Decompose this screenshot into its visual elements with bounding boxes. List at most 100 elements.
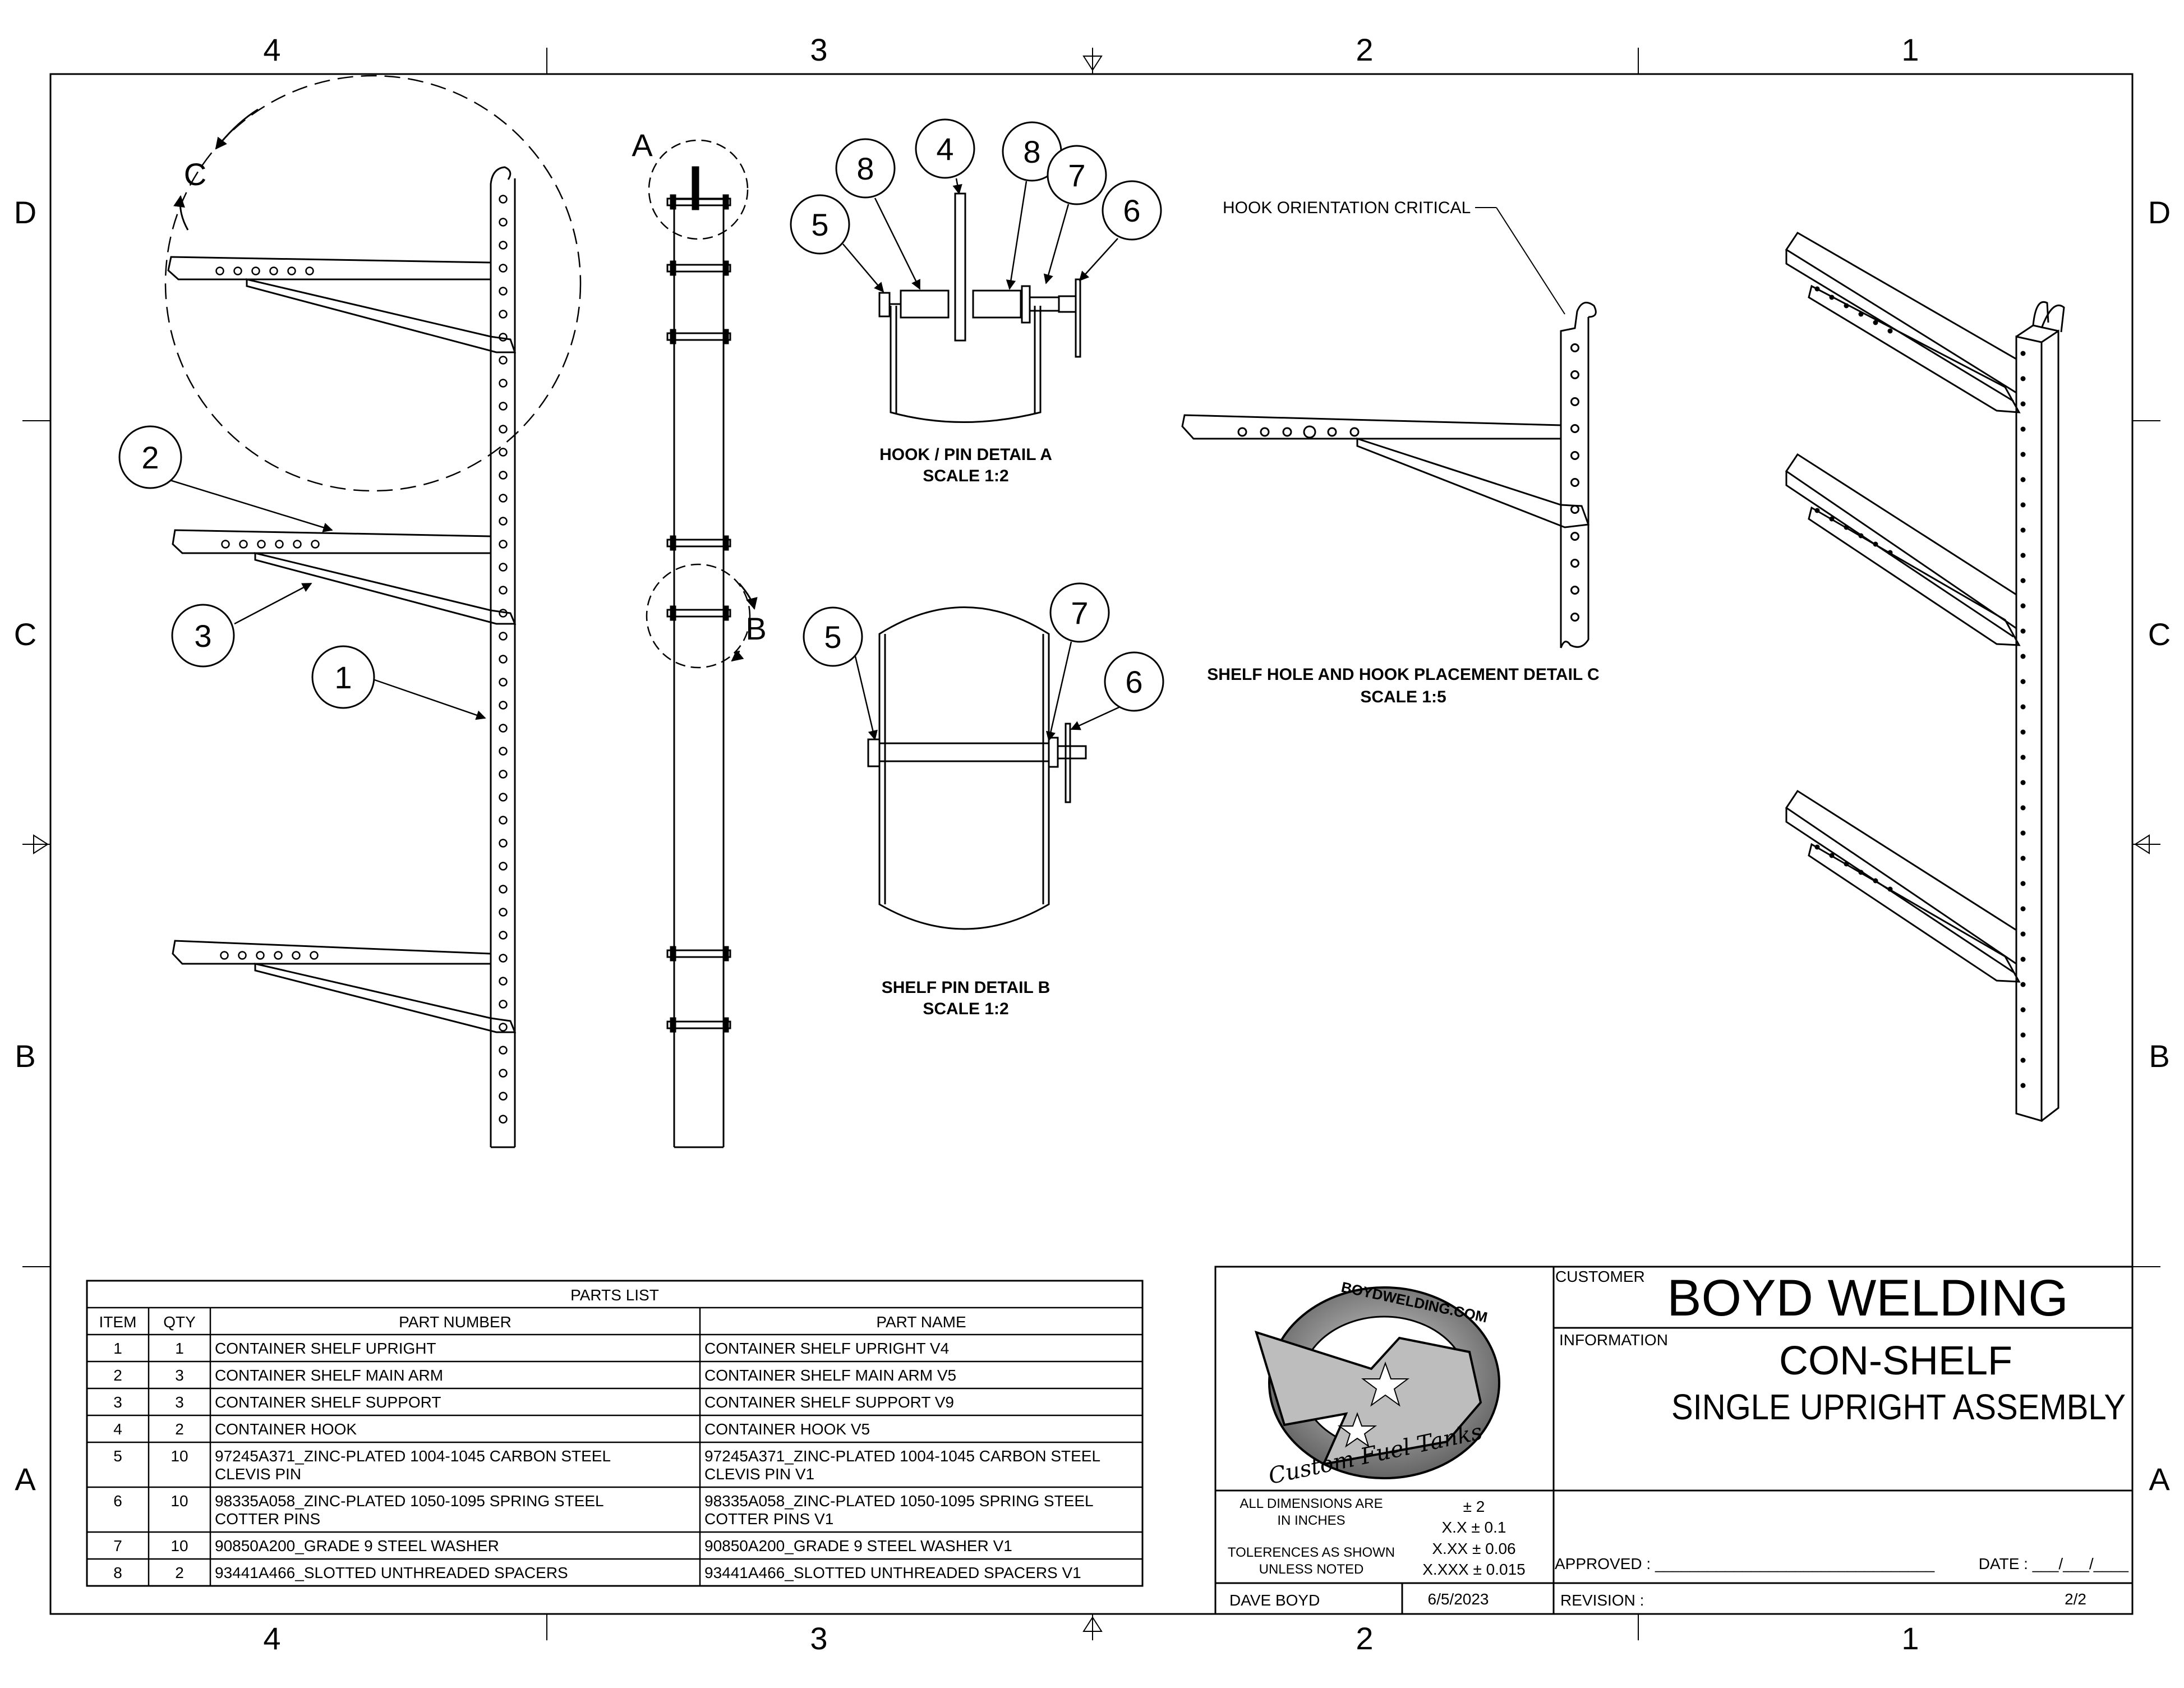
upright-hole: [1570, 478, 1579, 487]
pin-washer: [722, 260, 729, 276]
arm-hole: [274, 951, 283, 960]
item-cell: 7: [113, 1537, 122, 1554]
iso-arm-hole: [1829, 853, 1835, 858]
upright-hole: [499, 1115, 508, 1124]
drawn-date: 6/5/2023: [1428, 1590, 1489, 1608]
detail-b-view: [867, 606, 1087, 930]
upright-hole: [499, 724, 508, 733]
upright-hole: [499, 448, 508, 457]
clevis-pin: [666, 949, 731, 958]
qty-cell: 2: [175, 1564, 184, 1581]
iso-hole: [2020, 527, 2026, 533]
arm-hole: [221, 540, 230, 549]
iso-hole: [2020, 578, 2026, 583]
balloon-number: 2: [141, 440, 159, 475]
upright-hole: [499, 1023, 508, 1032]
balloon-number: 7: [1068, 158, 1085, 193]
iso-hole: [2020, 856, 2026, 861]
detail-c-holes: [1237, 343, 1579, 622]
pin-washer: [722, 605, 729, 621]
part-name-cell: CONTAINER SHELF UPRIGHT V4: [704, 1340, 949, 1357]
zone-col-bottom-3: 3: [810, 1621, 827, 1656]
upright-hole: [499, 425, 508, 434]
balloon-number: 8: [856, 151, 874, 186]
balloon-number: 4: [936, 131, 953, 167]
zone-col-top-2: 2: [1356, 32, 1373, 67]
zone-row-right-c: C: [2148, 617, 2171, 652]
clevis-pin: [666, 609, 731, 618]
drawing-title-line2: SINGLE UPRIGHT ASSEMBLY: [1671, 1387, 2126, 1427]
clevis-pin: [666, 332, 731, 341]
upright-hole: [499, 494, 508, 503]
zone-col-bottom-2: 2: [1356, 1621, 1373, 1656]
qty-cell: 10: [171, 1537, 188, 1554]
part-number-cell: CONTAINER HOOK: [215, 1420, 357, 1438]
isometric-holes: [1814, 286, 2026, 1088]
detail-b-scale: SCALE 1:2: [923, 1000, 1008, 1018]
iso-arm-hole: [1814, 508, 1820, 513]
zone-row-left-c: C: [14, 617, 36, 652]
part-name-cell: 90850A200_GRADE 9 STEEL WASHER V1: [704, 1537, 1012, 1554]
drawing-title-line1: CON-SHELF: [1779, 1339, 2012, 1383]
detail-a-boundary: [648, 139, 749, 240]
part-name-cell: CONTAINER SHELF SUPPORT V9: [704, 1393, 954, 1411]
detail-c-letter: C: [184, 157, 206, 192]
arm-hole: [233, 266, 242, 275]
arm-hole: [275, 540, 284, 549]
iso-arm-hole: [1887, 550, 1893, 555]
detail-a-letter: A: [632, 127, 653, 163]
qty-cell: 2: [175, 1420, 184, 1438]
tolerance-3: X.XXX ± 0.015: [1422, 1561, 1525, 1578]
tolerance-2: X.XX ± 0.06: [1432, 1540, 1515, 1557]
sheet-number: 2/2: [2065, 1590, 2086, 1608]
front-view: [164, 75, 582, 1148]
upright-hole: [1570, 505, 1579, 514]
upright-holes: [499, 195, 508, 1124]
qty-cell: 10: [171, 1492, 188, 1510]
sheet-frame: [22, 48, 2160, 1640]
iso-arm-hole: [1887, 886, 1893, 892]
zone-col-bottom-1: 1: [1901, 1621, 1919, 1656]
balloon-da-4: 4: [915, 118, 975, 195]
shelf-hole: [1282, 427, 1292, 437]
information-label: INFORMATION: [1559, 1331, 1668, 1349]
upright-hole: [499, 908, 508, 917]
detail-a-scale: SCALE 1:2: [923, 467, 1008, 485]
balloon-da-8a: 8: [835, 138, 921, 290]
balloon-number: 6: [1125, 664, 1142, 700]
pin-washer: [722, 535, 729, 551]
part-name-cell: COTTER PINS V1: [704, 1510, 833, 1528]
upright-hole: [1570, 613, 1579, 622]
zone-row-left-b: B: [15, 1038, 35, 1074]
pin-washer: [722, 194, 729, 210]
item-cell: 4: [113, 1420, 122, 1438]
item-cell: 5: [113, 1447, 122, 1465]
zone-col-top-3: 3: [810, 32, 827, 67]
shelf-hole: [1260, 427, 1270, 437]
shelf-hole: [1327, 427, 1337, 437]
arm-hole: [257, 540, 266, 549]
upright-hole: [499, 655, 508, 664]
side-pins: [666, 194, 731, 1033]
parts-list-header: ITEM: [99, 1313, 137, 1331]
iso-hole: [2020, 1032, 2026, 1038]
part-number-cell: CONTAINER SHELF UPRIGHT: [215, 1340, 436, 1357]
upright-hole: [499, 1046, 508, 1055]
iso-hole: [2020, 805, 2026, 811]
customer-name: BOYD WELDING: [1667, 1270, 2068, 1327]
arm-hole: [293, 540, 302, 549]
detail-a-view: [878, 192, 1081, 423]
clevis-pin: [666, 197, 731, 206]
upright-hole: [499, 770, 508, 779]
upright-hole: [499, 977, 508, 986]
parts-list-header: QTY: [163, 1313, 196, 1331]
part-name-cell: 93441A466_SLOTTED UNTHREADED SPACERS V1: [704, 1564, 1081, 1581]
shelf-arm-middle: [172, 529, 517, 625]
